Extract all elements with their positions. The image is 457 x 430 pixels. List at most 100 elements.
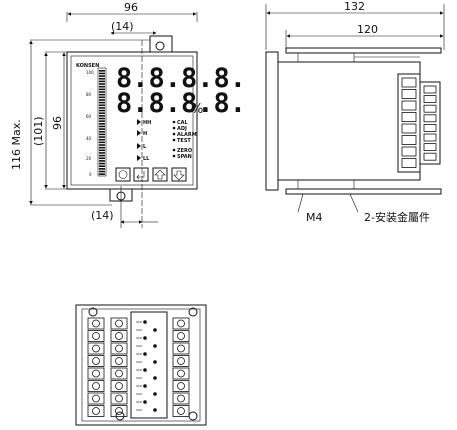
rear-terminal [110, 330, 128, 342]
side-terminal [401, 89, 417, 99]
rear-terminal [110, 342, 128, 355]
alarm-indicators: HH H L LL [137, 119, 151, 162]
rear-terminal [172, 342, 190, 355]
status-span: SPAN [177, 154, 192, 160]
bargraph-segment [99, 128, 105, 130]
bracket-offset-bottom-label: (14) [91, 209, 114, 222]
bargraph-segment [99, 165, 105, 167]
side-body-depth-label: 120 [357, 23, 378, 36]
rear-terminal [87, 392, 105, 405]
rear-connector-dot [143, 320, 147, 324]
mode-icon [118, 170, 128, 179]
rear-terminal-screw [177, 332, 185, 340]
side-total-depth-label: 132 [344, 0, 365, 13]
bargraph-segment [99, 123, 105, 125]
rear-terminal [87, 380, 105, 392]
side-terminal-screw [423, 104, 437, 113]
rear-connector-dot [153, 392, 157, 396]
rear-terminal-screw [92, 369, 100, 378]
side-terminal [401, 123, 417, 134]
bargraph-segment [99, 152, 105, 154]
rear-terminal-screw [177, 394, 185, 403]
brand-logo: KONSEN [76, 63, 99, 69]
bargraph-segment [99, 168, 105, 170]
rear-terminal-screw [115, 319, 123, 328]
front-view: 96 (14) KONSEN 100 80 60 40 20 0 8.8.8.8… [10, 1, 246, 228]
down-button[interactable] [171, 167, 187, 182]
display-lower: 8.8.8.8. [116, 88, 246, 119]
bargraph-segment [99, 125, 105, 128]
side-top-rod [285, 47, 442, 54]
rear-terminal-screw [177, 407, 185, 415]
bargraph-segment [99, 120, 105, 122]
unit-symbol: % [191, 102, 203, 117]
rear-outline [75, 304, 207, 426]
rear-connector-dot [153, 344, 157, 348]
rear-terminal-screw [115, 382, 123, 390]
bargraph-segment [99, 130, 105, 133]
down-arrow-icon [173, 170, 185, 181]
bargraph-segment [99, 117, 105, 120]
rear-terminal [87, 405, 105, 417]
bracket-note-label: 2-安装金屬件 [364, 210, 430, 224]
side-terminal [401, 77, 417, 88]
rear-terminal-screw [177, 369, 185, 378]
rear-terminal-screw [115, 332, 123, 340]
status-zero: ZERO [177, 148, 192, 154]
bargraph-segment [99, 107, 105, 109]
rear-connector-dot [143, 336, 147, 340]
bargraph-segment [99, 88, 105, 91]
rear-terminal-screw [177, 357, 185, 365]
up-button[interactable] [152, 167, 168, 182]
bargraph-segment [99, 72, 105, 75]
rear-connector-dot [143, 368, 147, 372]
enter-icon [136, 171, 145, 180]
rear-terminal [172, 405, 190, 417]
indicator-ll: LL [143, 156, 150, 162]
indicator-h: H [143, 131, 147, 137]
rear-terminal [110, 405, 128, 417]
rear-connector-dot [143, 384, 147, 388]
rear-connector-dot [143, 400, 147, 404]
front-bezel [70, 55, 194, 186]
top-bracket-screw [155, 41, 165, 51]
rear-terminal-screw [92, 357, 100, 365]
rear-terminal [87, 355, 105, 367]
rear-terminal [110, 380, 128, 392]
side-bezel [265, 51, 279, 191]
height-label: 96 [51, 116, 64, 130]
rear-terminal-screw [92, 382, 100, 390]
bargraph-segment [99, 91, 105, 93]
bargraph-segment [99, 160, 105, 162]
side-terminal [401, 112, 417, 122]
bargraph-segment [99, 75, 105, 77]
rear-terminal-screw [115, 357, 123, 365]
height-max-label: 116 Max. [10, 119, 23, 170]
status-labels: CAL ADJ ALARM TEST ZERO SPAN [172, 120, 197, 160]
scale-label: 20 [86, 156, 92, 161]
indicator-hh: HH [143, 120, 151, 126]
rear-terminal-screw [115, 369, 123, 378]
rear-connector-dot [153, 376, 157, 380]
rear-terminal-screw [92, 332, 100, 340]
side-terminal-screw [423, 85, 437, 94]
side-terminal-block [397, 73, 421, 173]
rear-terminal [110, 317, 128, 330]
rear-connector-dot [153, 360, 157, 364]
mode-button[interactable] [115, 167, 131, 182]
side-terminal [401, 158, 417, 168]
rear-terminal [110, 355, 128, 367]
bargraph-segment [99, 136, 105, 138]
scale-label: 80 [86, 92, 92, 97]
side-terminal-screw [423, 143, 437, 152]
status-alarm: ALARM [177, 132, 197, 138]
side-terminal-screw [423, 133, 437, 142]
status-adj: ADJ [177, 126, 187, 132]
bargraph-segment [99, 146, 105, 149]
bracket-offset-top-label: (14) [111, 20, 134, 33]
bargraph-segment [99, 149, 105, 152]
screw-size-label: M4 [306, 211, 323, 224]
enter-button[interactable] [133, 167, 149, 182]
bargraph-segment [99, 170, 105, 173]
indicator-l: L [143, 144, 147, 150]
